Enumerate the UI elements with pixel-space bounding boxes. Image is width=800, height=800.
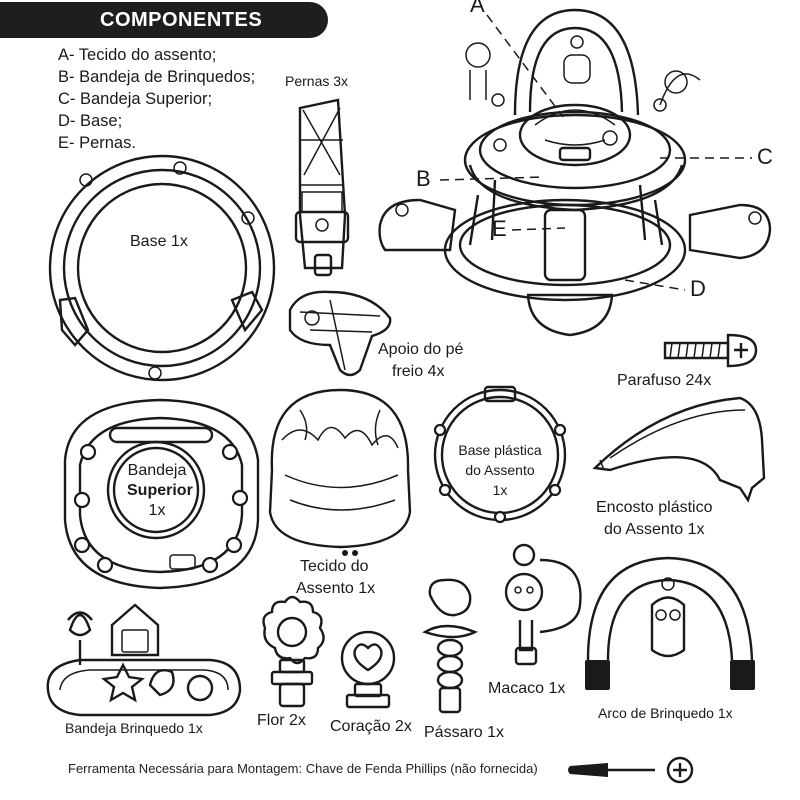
screwdriver-drawing xyxy=(568,756,694,784)
label-flor: Flor 2x xyxy=(257,712,306,729)
screw-drawing xyxy=(663,333,758,368)
legend-item-d: D- Base; xyxy=(58,112,123,130)
seat-fabric-drawing xyxy=(268,388,412,556)
callout-leaders xyxy=(439,14,752,291)
label-tecido-1: Tecido do xyxy=(300,558,369,575)
label-bandeja-superior-3: 1x xyxy=(148,502,166,519)
label-tecido-2: Assento 1x xyxy=(296,580,376,597)
legs-drawing xyxy=(294,98,350,277)
callout-b: B xyxy=(416,166,431,191)
section-title: COMPONENTES xyxy=(0,2,328,38)
label-bandeja-superior-1: Bandeja xyxy=(127,462,187,479)
label-encosto-1: Encosto plástico xyxy=(596,499,713,516)
label-passaro: Pássaro 1x xyxy=(424,724,505,741)
seat-back-drawing xyxy=(592,396,766,503)
foot-rest-drawing xyxy=(288,290,392,377)
tool-note: Ferramenta Necessária para Montagem: Cha… xyxy=(68,761,538,776)
label-macaco: Macaco 1x xyxy=(488,680,566,697)
label-base-plastica-3: 1x xyxy=(492,482,508,498)
legend-item-a: A- Tecido do assento; xyxy=(58,46,217,64)
label-bandeja-superior-2: Superior xyxy=(127,482,193,499)
label-apoio-1: Apoio do pé xyxy=(378,341,464,358)
assembled-walker-drawing xyxy=(378,8,772,337)
callout-e: E xyxy=(492,216,507,241)
seat-plastic-base-drawing xyxy=(433,385,567,524)
legend-item-c: C- Bandeja Superior; xyxy=(58,90,213,108)
label-apoio-2: freio 4x xyxy=(392,363,445,380)
flower-drawing xyxy=(262,595,325,708)
label-parafuso: Parafuso 24x xyxy=(617,372,712,389)
label-bandeja-brinquedo: Bandeja Brinquedo 1x xyxy=(65,720,203,736)
base-drawing xyxy=(48,154,276,382)
label-arco: Arco de Brinquedo 1x xyxy=(598,705,733,721)
label-coracao: Coração 2x xyxy=(330,718,412,735)
label-base-plastica-1: Base plástica xyxy=(458,442,542,458)
callout-c: C xyxy=(757,144,773,169)
upper-tray-drawing xyxy=(63,398,260,590)
bird-drawing xyxy=(422,578,478,714)
label-base: Base 1x xyxy=(130,233,188,250)
toy-arch-drawing xyxy=(585,556,755,690)
label-base-plastica-2: do Assento xyxy=(465,462,535,478)
legend-item-e: E- Pernas. xyxy=(58,134,136,152)
callout-a: A xyxy=(470,0,485,17)
legend-item-b: B- Bandeja de Brinquedos; xyxy=(58,68,256,86)
heart-drawing xyxy=(340,630,396,709)
component-legend: A- Tecido do assento; B- Bandeja de Brin… xyxy=(58,44,255,154)
toy-tray-drawing xyxy=(46,603,242,717)
monkey-drawing xyxy=(504,543,582,666)
label-encosto-2: do Assento 1x xyxy=(604,521,705,538)
callout-d: D xyxy=(690,276,706,301)
label-pernas: Pernas 3x xyxy=(285,73,349,89)
